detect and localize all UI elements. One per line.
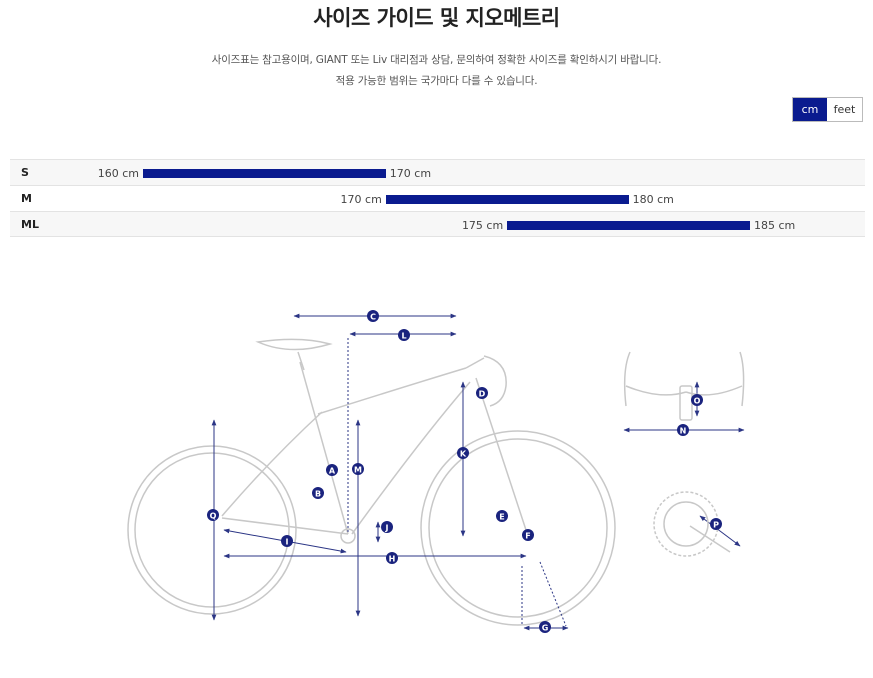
range-max-label: 180 cm bbox=[632, 193, 674, 206]
frame-seat-tube bbox=[299, 361, 349, 535]
marker-d: D bbox=[476, 387, 488, 399]
handlebar bbox=[483, 355, 507, 407]
marker-label: N bbox=[680, 427, 687, 436]
front-wheel-outer bbox=[420, 430, 616, 626]
bike-illustration bbox=[127, 338, 616, 626]
stem bbox=[465, 357, 485, 369]
description-line-2: 적용 가능한 범위는 국가마다 다를 수 있습니다. bbox=[335, 75, 538, 87]
page-title: 사이즈 가이드 및 지오메트리 bbox=[313, 6, 560, 30]
marker-i: I bbox=[281, 535, 293, 547]
marker-m: M bbox=[352, 463, 364, 475]
range-max-label: 170 cm bbox=[389, 167, 432, 180]
marker-p: P bbox=[710, 518, 722, 530]
range-min-label: 175 cm bbox=[461, 219, 504, 232]
marker-n: N bbox=[677, 424, 689, 436]
range-bar bbox=[143, 169, 386, 178]
seatpost bbox=[297, 351, 305, 371]
unit-cm-button[interactable]: cm bbox=[793, 98, 827, 121]
marker-h: H bbox=[386, 552, 398, 564]
marker-f: F bbox=[522, 529, 534, 541]
marker-label: C bbox=[370, 313, 376, 322]
marker-b: B bbox=[312, 487, 324, 499]
dimension-lines bbox=[211, 313, 745, 631]
marker-label: G bbox=[542, 624, 549, 633]
marker-l: L bbox=[398, 329, 410, 341]
marker-o: O bbox=[691, 394, 703, 406]
size-row-ml: ML 175 cm 185 cm bbox=[10, 211, 865, 237]
marker-label: B bbox=[315, 490, 321, 499]
saddle bbox=[255, 338, 333, 351]
marker-j: J bbox=[381, 521, 393, 533]
marker-e: E bbox=[496, 510, 508, 522]
marker-label: H bbox=[389, 555, 396, 564]
marker-label: Q bbox=[210, 512, 217, 521]
marker-a: A bbox=[326, 464, 338, 476]
marker-label: O bbox=[694, 397, 701, 406]
marker-label: M bbox=[354, 466, 362, 475]
size-row-s: S 160 cm 170 cm bbox=[10, 159, 865, 185]
marker-label: D bbox=[479, 390, 486, 399]
unit-toggle: cm feet bbox=[792, 97, 863, 122]
size-label: M bbox=[21, 192, 32, 205]
marker-label: A bbox=[329, 467, 336, 476]
description-line-1: 사이즈표는 참고용이며, GIANT 또는 Liv 대리점과 상담, 문의하여 … bbox=[211, 54, 662, 66]
range-min-label: 160 cm bbox=[97, 167, 139, 180]
range-bar bbox=[385, 195, 629, 204]
geometry-diagram: A B C D E F G H I J K L M N O P Q bbox=[127, 310, 745, 633]
range-min-label: 170 cm bbox=[340, 193, 382, 206]
marker-label: J bbox=[385, 524, 389, 533]
handlebar-detail bbox=[623, 351, 745, 421]
range-max-label: 185 cm bbox=[754, 219, 796, 232]
size-row-m: M 170 cm 180 cm bbox=[10, 185, 865, 211]
marker-c: C bbox=[367, 310, 379, 322]
marker-label: L bbox=[401, 332, 406, 341]
marker-g: G bbox=[539, 621, 551, 633]
size-label: ML bbox=[21, 218, 39, 231]
rear-wheel-inner bbox=[134, 452, 290, 608]
frame-top-tube bbox=[317, 367, 467, 415]
frame-seat-stay bbox=[221, 411, 323, 517]
size-range-table: S 160 cm 170 cm M 170 cm 180 cm ML 175 c… bbox=[10, 159, 865, 237]
marker-label: P bbox=[713, 521, 719, 530]
geometry-markers: A B C D E F G H I J K L M N O P Q bbox=[207, 310, 722, 633]
range-bar bbox=[507, 221, 750, 230]
marker-label: E bbox=[499, 513, 504, 522]
frame-down-tube bbox=[351, 381, 471, 535]
frame-chain-stay bbox=[221, 517, 349, 535]
marker-q: Q bbox=[207, 509, 219, 521]
front-wheel-inner bbox=[428, 438, 608, 618]
unit-feet-button[interactable]: feet bbox=[827, 98, 862, 121]
rear-wheel-outer bbox=[127, 445, 297, 615]
fork bbox=[475, 377, 527, 531]
marker-k: K bbox=[457, 447, 469, 459]
marker-label: K bbox=[460, 450, 467, 459]
marker-label: I bbox=[286, 538, 289, 547]
marker-label: F bbox=[525, 532, 530, 541]
size-label: S bbox=[21, 166, 29, 179]
